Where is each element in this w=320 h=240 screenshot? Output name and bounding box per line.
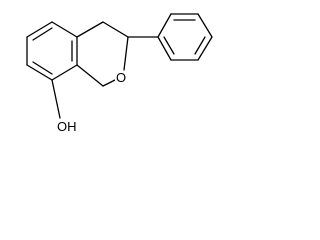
fused-benzene-ring <box>26 21 78 81</box>
structure-diagram: O OH <box>0 0 245 153</box>
hydroxyl-bond <box>51 79 61 119</box>
bond <box>197 13 213 38</box>
bond <box>51 21 78 38</box>
bond <box>76 64 104 87</box>
phenyl-ring <box>157 13 213 61</box>
hydroxyl-label: OH <box>56 119 78 134</box>
double-bond-inner <box>163 36 175 55</box>
bond <box>102 79 116 87</box>
bond <box>157 36 172 61</box>
bond <box>102 21 129 38</box>
double-bond-inner <box>32 27 53 41</box>
bond <box>26 21 53 38</box>
pyran-ring <box>76 21 129 87</box>
bond <box>123 36 129 71</box>
bond <box>51 64 78 81</box>
double-bond-inner <box>194 36 206 55</box>
bond <box>157 13 172 38</box>
bond <box>26 64 53 81</box>
ring-oxygen-label: O <box>115 70 128 85</box>
molecule-drawing <box>26 13 213 119</box>
bond <box>76 21 104 38</box>
bond <box>197 36 213 61</box>
double-bond-inner <box>32 61 53 75</box>
